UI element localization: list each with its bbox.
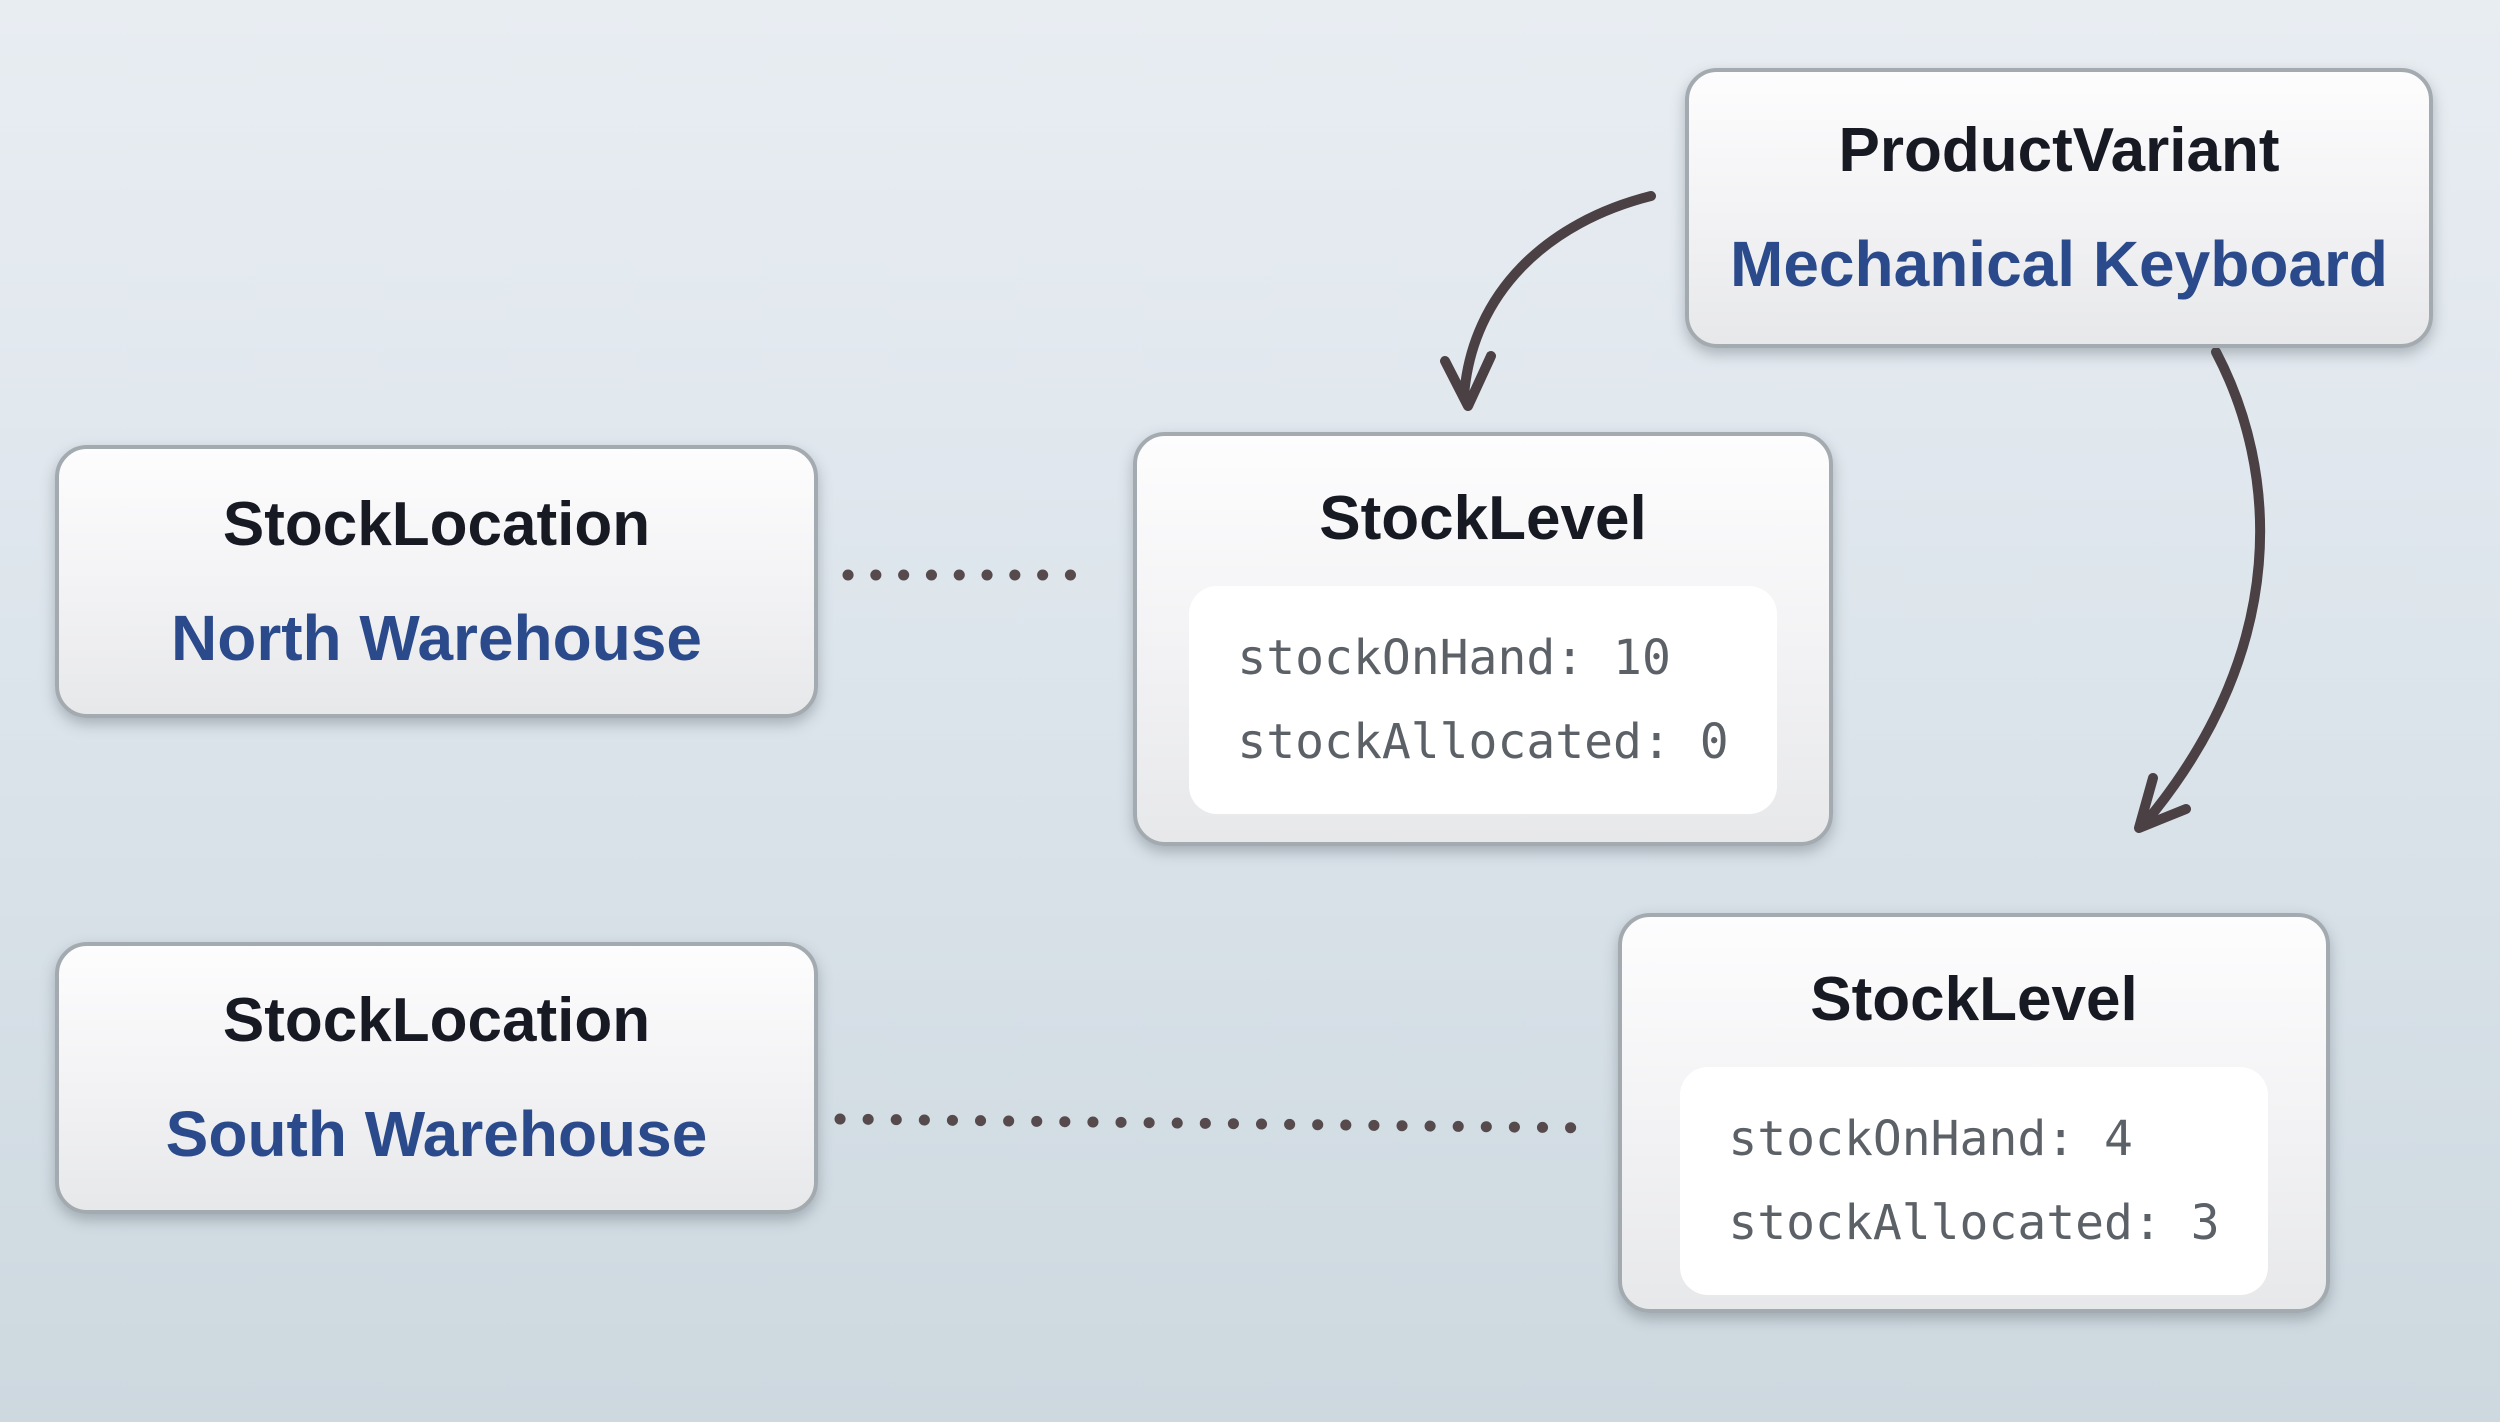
arrowhead-icon: [1440, 351, 1496, 411]
node-stock-level-north: StockLevel stockOnHand: 10 stockAllocate…: [1133, 432, 1833, 846]
node-product-variant: ProductVariant Mechanical Keyboard: [1685, 68, 2433, 348]
instance-name: North Warehouse: [171, 601, 702, 674]
field-stock-allocated: stockAllocated: 0: [1237, 714, 1729, 770]
node-stock-location-north: StockLocation North Warehouse: [55, 445, 818, 718]
stock-level-fields-card: stockOnHand: 10 stockAllocated: 0: [1189, 586, 1777, 814]
node-stock-location-south: StockLocation South Warehouse: [55, 942, 818, 1214]
stock-level-fields-card: stockOnHand: 4 stockAllocated: 3: [1680, 1067, 2268, 1295]
entity-title: StockLevel: [1319, 484, 1647, 553]
field-stock-on-hand: stockOnHand: 4: [1728, 1111, 2133, 1167]
instance-name: Mechanical Keyboard: [1730, 228, 2388, 300]
entity-title: StockLocation: [222, 489, 651, 559]
field-stock-on-hand: stockOnHand: 10: [1237, 630, 1671, 686]
node-stock-level-south: StockLevel stockOnHand: 4 stockAllocated…: [1618, 913, 2330, 1313]
arrowhead-icon: [2134, 773, 2191, 833]
field-stock-allocated: stockAllocated: 3: [1728, 1195, 2220, 1251]
entity-title: StockLocation: [222, 986, 651, 1055]
entity-title: StockLevel: [1810, 965, 2138, 1034]
edge-stocklocation-south-to-stocklevel-south: [834, 1113, 1598, 1134]
instance-name: South Warehouse: [165, 1098, 708, 1170]
edge-productvariant-to-stocklevel-north: [1459, 191, 1656, 401]
entity-title: ProductVariant: [1838, 116, 2280, 185]
edge-productvariant-to-stocklevel-south: [2145, 347, 2266, 822]
